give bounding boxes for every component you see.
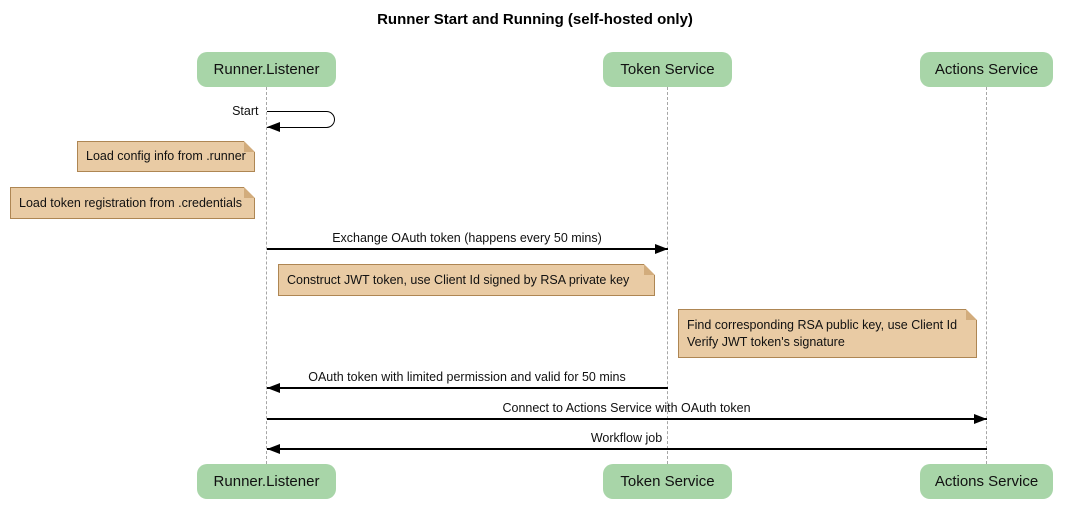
participant-bottom-1: Token Service	[603, 464, 732, 499]
message-arrowhead	[266, 444, 280, 454]
message-arrowhead	[266, 383, 280, 393]
lifeline-1	[667, 87, 668, 464]
message-arrowhead	[973, 414, 987, 424]
message-line	[266, 418, 987, 420]
self-message-loop	[266, 111, 335, 128]
participant-top-2: Actions Service	[920, 52, 1053, 87]
participant-bottom-0: Runner.Listener	[197, 464, 336, 499]
participant-bottom-2: Actions Service	[920, 464, 1053, 499]
message-line	[266, 448, 987, 450]
message-label: Exchange OAuth token (happens every 50 m…	[332, 231, 602, 245]
message-label: Start	[232, 104, 259, 118]
note: Construct JWT token, use Client Id signe…	[278, 264, 655, 296]
note: Find corresponding RSA public key, use C…	[678, 309, 977, 358]
diagram-title: Runner Start and Running (self-hosted on…	[377, 11, 693, 28]
message-label: Connect to Actions Service with OAuth to…	[502, 401, 751, 415]
message-label: OAuth token with limited permission and …	[308, 370, 626, 384]
note: Load token registration from .credential…	[10, 187, 255, 219]
message-label: Workflow job	[590, 431, 663, 445]
self-message-arrowhead	[266, 122, 280, 132]
lifeline-0	[266, 87, 267, 464]
message-arrowhead	[654, 244, 668, 254]
participant-top-1: Token Service	[603, 52, 732, 87]
message-line	[266, 387, 668, 389]
participant-top-0: Runner.Listener	[197, 52, 336, 87]
note: Load config info from .runner	[77, 141, 255, 172]
message-line	[266, 248, 668, 250]
lifeline-2	[986, 87, 987, 464]
